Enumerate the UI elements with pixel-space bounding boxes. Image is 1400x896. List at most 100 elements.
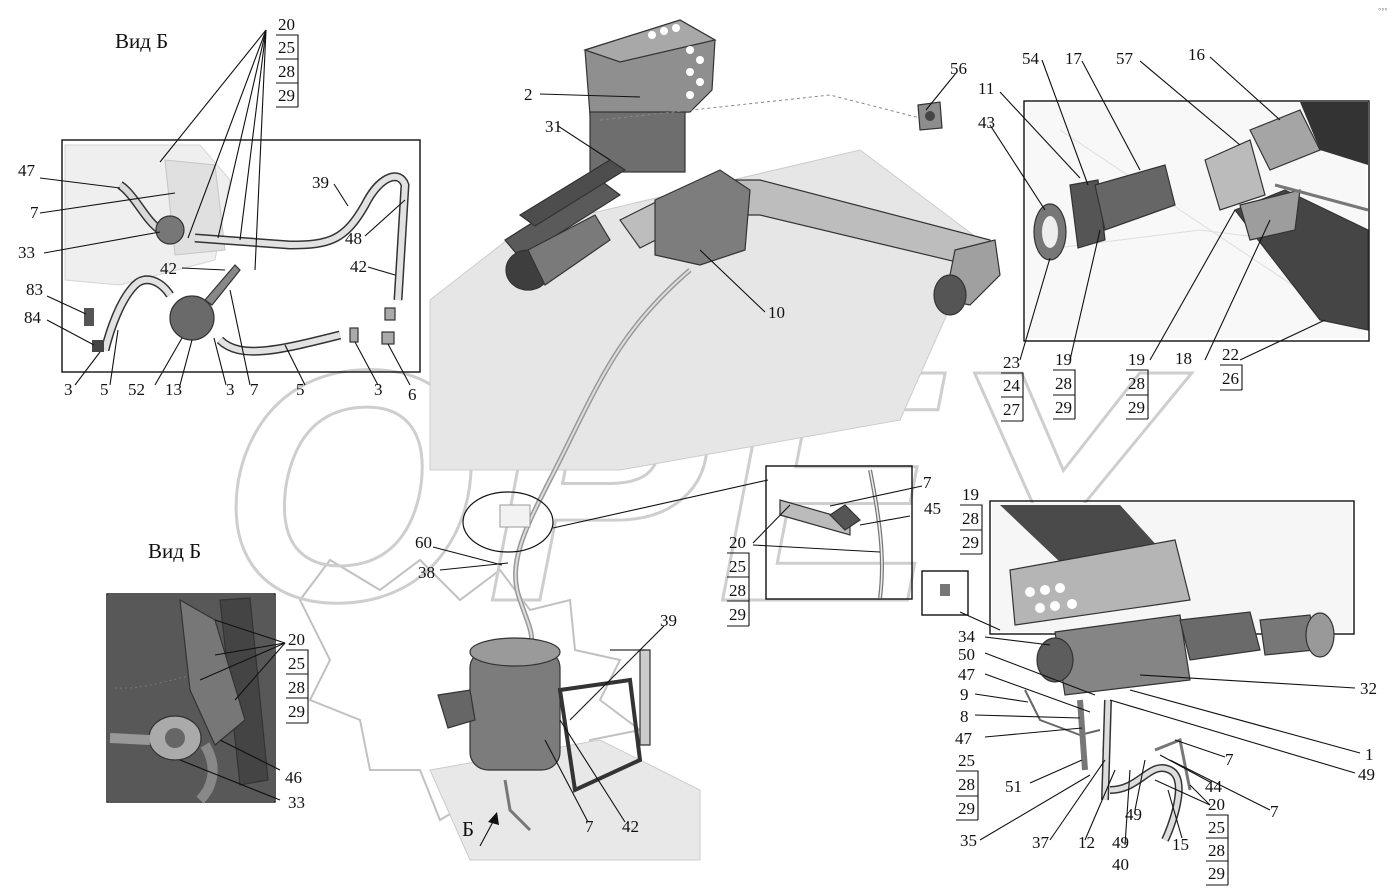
callout-stacks-s_19b-0: 19	[1128, 350, 1145, 369]
callout-callouts-c35: 35	[960, 831, 977, 850]
callout-callouts-c43: 43	[978, 113, 995, 132]
callout-stacks-s_23-0: 23	[1003, 353, 1020, 372]
callout-stacks-s_22-0: 22	[1222, 345, 1239, 364]
callout-stacks-s_viewb2-2: 28	[288, 678, 305, 697]
leader-lines	[39, 29, 1361, 847]
callout-callouts-c8: 8	[960, 707, 969, 726]
callout-stacks-s_22-1: 26	[1222, 369, 1239, 388]
callout-callouts-c5a: 5	[100, 380, 109, 399]
callout-callouts-c60: 60	[415, 533, 432, 552]
stack-22: 22 26	[1220, 345, 1243, 391]
filter-body	[169, 295, 215, 341]
callout-callouts-c47c: 47	[955, 729, 973, 748]
flex-hose	[1094, 164, 1176, 231]
callout-stacks-s_23-2: 27	[1003, 400, 1021, 419]
callout-callouts-c48: 48	[345, 229, 362, 248]
callout-callouts-c9: 9	[960, 685, 969, 704]
callout-callouts-c7c: 7	[250, 380, 259, 399]
detail-top-right	[1023, 100, 1370, 342]
callout-stacks-s_19a-0: 19	[1055, 350, 1072, 369]
callout-callouts-c2: 2	[524, 85, 533, 104]
clamp-detail	[462, 465, 913, 600]
callout-callouts-c3b: 3	[226, 380, 235, 399]
callout-stacks-s_topleft-3: 29	[278, 86, 295, 105]
callout-stacks-s_20br-3: 29	[1208, 864, 1225, 883]
callout-callouts-c3c: 3	[374, 380, 383, 399]
callout-callouts-c37: 37	[1032, 833, 1050, 852]
stack-19a: 19 28 29	[1053, 350, 1076, 420]
pump-body	[155, 215, 185, 245]
stack-19b: 19 28 29	[1126, 350, 1149, 420]
callout-callouts-c13: 13	[165, 380, 182, 399]
callout-callouts-c54: 54	[1022, 49, 1040, 68]
stack-viewb2: 20 25 28 29	[286, 630, 309, 724]
callout-stacks-s_topleft-0: 20	[278, 15, 295, 34]
callout-callouts-c45: 45	[924, 499, 941, 518]
callout-callouts-c42b: 42	[622, 817, 639, 836]
fuel-tank-assembly	[429, 637, 701, 861]
callout-callouts-c49a: 49	[1358, 765, 1375, 784]
callout-callouts-c16: 16	[1188, 45, 1205, 64]
callout-callouts-c7f: 7	[1270, 802, 1279, 821]
callout-callouts-c33a: 33	[18, 243, 35, 262]
callout-stacks-s_topleft-2: 28	[278, 62, 295, 81]
callout-callouts-c17: 17	[1065, 49, 1083, 68]
stacked-callouts: 20 25 28 29 23 24 27 19 28 29 19 28 29	[276, 15, 1243, 886]
callout-callouts-c12: 12	[1078, 833, 1095, 852]
callout-callouts-c84: 84	[24, 308, 42, 327]
view-b-bottom-title: Вид Б	[148, 539, 201, 563]
callout-stacks-s_19c-1: 28	[962, 509, 979, 528]
fuel-tank	[469, 649, 561, 771]
callout-callouts-c32: 32	[1360, 679, 1377, 698]
callout-stacks-s_viewb2-3: 29	[288, 702, 305, 721]
stack-clamp: 20 25 28 29	[727, 533, 750, 627]
air-outlet	[933, 274, 967, 316]
stack-20br: 20 25 28 29	[1206, 795, 1229, 886]
callout-callouts-c38: 38	[418, 563, 435, 582]
callout-callouts-c15: 15	[1172, 835, 1189, 854]
callout-callouts-c10: 10	[768, 303, 785, 322]
callout-callouts-c7e: 7	[1225, 750, 1234, 769]
callout-callouts-c50: 50	[958, 645, 975, 664]
callout-callouts-c51: 51	[1005, 777, 1022, 796]
callout-stacks-s_19c-2: 29	[962, 533, 979, 552]
callout-callouts-c47a: 47	[18, 161, 36, 180]
callout-stacks-s_19b-1: 28	[1128, 374, 1145, 393]
callout-stacks-s_25-2: 29	[958, 799, 975, 818]
callout-stacks-s_clamp-3: 29	[729, 605, 746, 624]
callout-stacks-s_25-1: 28	[958, 775, 975, 794]
callout-callouts-c42c: 42	[350, 257, 367, 276]
arrow-b-label: Б	[462, 817, 474, 841]
callout-callouts-c7a: 7	[30, 203, 39, 222]
callout-callouts-c7b: 7	[585, 817, 594, 836]
callout-callouts-c42a: 42	[160, 259, 177, 278]
callout-stacks-s_19c-0: 19	[962, 485, 979, 504]
callout-callouts-c40: 40	[1112, 855, 1129, 874]
callout-stacks-s_19a-2: 29	[1055, 398, 1072, 417]
callout-stacks-s_19a-1: 28	[1055, 374, 1072, 393]
callout-stacks-s_20br-0: 20	[1208, 795, 1225, 814]
callout-callouts-c34: 34	[958, 627, 976, 646]
callout-callouts-c18: 18	[1175, 349, 1192, 368]
callout-callouts-c46: 46	[285, 768, 302, 787]
callout-callouts-c49c: 49	[1125, 805, 1142, 824]
main-assembly	[429, 19, 1001, 653]
callout-callouts-c47b: 47	[958, 665, 976, 684]
callout-callouts-c39a: 39	[312, 173, 329, 192]
view-b-top	[61, 139, 421, 373]
callout-stacks-s_23-1: 24	[1003, 376, 1021, 395]
callout-callouts-c52: 52	[128, 380, 145, 399]
view-b-top-title: Вид Б	[115, 29, 168, 53]
callout-callouts-c49b: 49	[1112, 833, 1129, 852]
callout-callouts-c39b: 39	[660, 611, 677, 630]
stack-19c: 19 28 29	[960, 485, 983, 555]
labels: Вид Б Вид Б Б 2 31 10 56 11 43 54 17 57 …	[18, 29, 1377, 874]
callout-stacks-s_19b-2: 29	[1128, 398, 1145, 417]
label: °°°	[1378, 7, 1388, 16]
callout-callouts-c6: 6	[408, 385, 417, 404]
view-b-bottom	[106, 593, 276, 804]
callout-callouts-c33b: 33	[288, 793, 305, 812]
callout-callouts-c3a: 3	[64, 380, 73, 399]
stack-25: 25 28 29	[956, 751, 979, 821]
